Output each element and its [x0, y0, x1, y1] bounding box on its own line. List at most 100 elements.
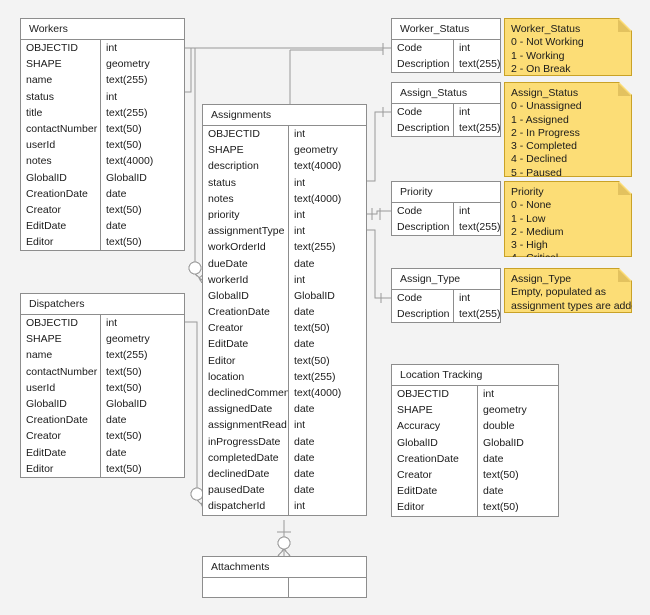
field-name: Editor — [392, 499, 478, 516]
field-name: userId — [21, 379, 101, 396]
field-type: date — [294, 435, 315, 448]
field-type: text(255) — [294, 370, 336, 383]
field-name: SHAPE — [392, 402, 478, 419]
field-type: int — [459, 106, 471, 118]
field-type: int — [294, 176, 306, 189]
note-line: Worker_Status — [511, 23, 581, 35]
field-type: text(255) — [459, 58, 500, 71]
note-line: 1 - Assigned — [511, 113, 569, 126]
field-name: contactNumber — [21, 363, 101, 380]
field-name: Description — [392, 219, 454, 236]
field-type: int — [483, 388, 495, 400]
field-type: date — [106, 187, 127, 200]
field-name: Code — [392, 104, 454, 121]
field-name: Creator — [21, 201, 101, 219]
field-type: GlobalID — [294, 289, 335, 302]
field-type: int — [459, 292, 471, 304]
field-type: text(50) — [483, 468, 519, 481]
note-line: 3 - High — [511, 239, 548, 252]
field-row: Creator text(50) — [203, 320, 366, 337]
field-type: date — [106, 446, 127, 459]
entity-attachments[interactable]: Attachments — [202, 556, 367, 598]
field-name: Creator — [392, 466, 478, 484]
note-fold-corner-icon — [618, 182, 631, 195]
field-name: Description — [392, 56, 454, 73]
field-type: text(4000) — [294, 192, 342, 205]
field-type: date — [294, 451, 315, 464]
note-line: 2 - Medium — [511, 225, 564, 238]
field-type — [289, 578, 366, 597]
wire-dispatchers-assignments — [185, 321, 198, 494]
field-name: Creator — [203, 320, 289, 337]
field-name: OBJECTID — [21, 40, 101, 57]
field-name: GlobalID — [392, 434, 478, 451]
entity-title-assignments: Assignments — [203, 105, 366, 126]
field-type: text(50) — [294, 322, 330, 335]
field-type: text(50) — [106, 462, 142, 475]
note-line: 2 - On Break — [511, 62, 571, 75]
field-name: pausedDate — [203, 482, 289, 499]
field-name: dueDate — [203, 255, 289, 272]
field-name: inProgressDate — [203, 433, 289, 450]
field-type: geometry — [106, 58, 150, 71]
note-line: 1 - Low — [511, 212, 546, 225]
field-type: geometry — [106, 333, 150, 346]
field-type: int — [106, 42, 118, 54]
note-line: 4 - Critical — [511, 252, 559, 265]
note-fold-corner-icon — [618, 83, 631, 96]
field-name: Description — [392, 306, 454, 323]
field-name: priority — [203, 206, 289, 224]
field-name: EditDate — [21, 218, 101, 235]
field-name: GlobalID — [21, 169, 101, 186]
note-line: 0 - Unassigned — [511, 100, 582, 113]
field-type: date — [294, 338, 315, 351]
note-line: 3 - Completed — [511, 140, 577, 153]
field-name: CreationDate — [21, 412, 101, 429]
wire-assignments-priority — [367, 210, 391, 215]
field-name: description — [203, 158, 289, 175]
